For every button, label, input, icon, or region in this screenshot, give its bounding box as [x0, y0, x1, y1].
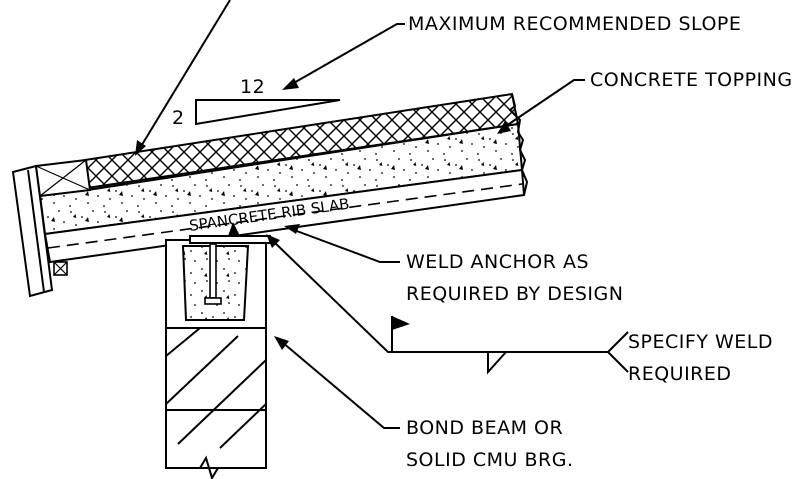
weld-symbol-line	[271, 239, 608, 353]
weld-tail	[607, 331, 629, 373]
weld-symbol-arrow	[266, 234, 280, 248]
edge-board-line	[27, 169, 45, 293]
topping-leader	[502, 79, 585, 129]
specify-weld-line2: REQUIRED	[628, 363, 732, 385]
weld-anchor-line1: WELD ANCHOR AS	[406, 251, 589, 273]
cmu-wall	[165, 327, 267, 469]
bond-beam-line2: SOLID CMU BRG.	[406, 449, 573, 471]
bearing-plate	[189, 235, 271, 244]
cmu-bearing-wall	[165, 222, 271, 479]
slope-arrow	[282, 78, 299, 90]
sloped-slab-assembly	[11, 92, 529, 298]
specify-weld-line1: SPECIFY WELD	[628, 331, 773, 353]
wall-break-line	[166, 455, 266, 479]
callouts: MAXIMUM RECOMMENDED SLOPE CONCRETE TOPPI…	[135, 0, 793, 471]
topping-arrow	[497, 121, 511, 134]
concrete-topping-label: CONCRETE TOPPING	[590, 69, 793, 91]
slope-triangle	[195, 99, 341, 126]
weld-anchor-arrow	[284, 224, 300, 234]
slope-rise-label: 2	[172, 107, 185, 129]
max-slope-label: MAXIMUM RECOMMENDED SLOPE	[408, 13, 741, 35]
fillet-weld-symbol	[487, 351, 507, 375]
small-block-cross	[53, 261, 68, 276]
weld-anchor-leader	[293, 229, 400, 263]
cmu-section-hatch	[165, 327, 267, 449]
weld-anchor-line2: REQUIRED BY DESIGN	[406, 283, 623, 305]
insulation-arrow	[135, 140, 146, 156]
anchor-rod	[209, 243, 217, 299]
slope-leader	[291, 23, 405, 85]
slab-centerline	[47, 183, 523, 249]
slope-run-label: 12	[240, 76, 265, 98]
insulation-leader	[139, 0, 231, 149]
bond-beam-arrow	[274, 336, 289, 350]
edge-nailer	[11, 164, 54, 298]
wood-block-cross	[35, 159, 91, 197]
weld-bead	[228, 222, 240, 236]
slope-symbol: 12 2	[172, 76, 341, 129]
bond-beam-leader	[281, 341, 400, 429]
anchor-head	[204, 297, 222, 305]
bond-beam-line1: BOND BEAM OR	[406, 417, 563, 439]
slab-break-line	[508, 93, 529, 196]
field-weld-flag	[392, 316, 410, 330]
